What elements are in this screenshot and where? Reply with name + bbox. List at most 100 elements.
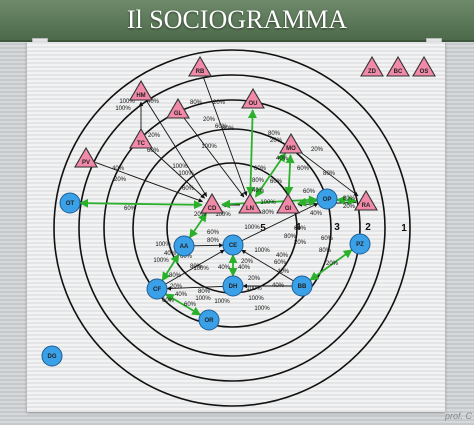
edge-op-ra <box>336 195 357 206</box>
edge-label: 80% <box>190 100 203 106</box>
node-aa[interactable]: AA <box>173 235 195 257</box>
edge-label: 100% <box>172 164 188 170</box>
edge-label: 60% <box>297 166 310 172</box>
edge-label: 80% <box>252 178 265 184</box>
node-label: DG <box>48 354 57 360</box>
edges-layer <box>79 77 359 316</box>
node-label: OP <box>323 197 332 203</box>
circle-node-icon <box>316 188 338 210</box>
edge-label: 60% <box>274 260 287 266</box>
node-tc[interactable]: TC <box>129 127 153 149</box>
node-ce[interactable]: CE <box>222 234 244 256</box>
edge-label: 80% <box>323 171 336 177</box>
node-os[interactable]: OS <box>412 55 436 77</box>
circle-node-icon <box>222 275 244 297</box>
node-ln[interactable]: LN <box>238 192 262 214</box>
node-label: DH <box>229 284 238 290</box>
node-mo[interactable]: MO <box>279 132 303 154</box>
edge-label: 80% <box>207 238 220 244</box>
edge-label: 80% <box>319 248 332 254</box>
edge-label: 40% <box>310 211 323 217</box>
edge-label: 20% <box>194 212 207 218</box>
node-or[interactable]: OR <box>198 309 220 331</box>
edge-label: 100% <box>195 296 211 302</box>
node-bb[interactable]: BB <box>291 275 313 297</box>
node-cd[interactable]: CD <box>200 192 224 214</box>
ring-4 <box>132 128 332 328</box>
node-label: BB <box>298 284 307 290</box>
circle-node-icon <box>59 192 81 214</box>
edge-label: 60% <box>184 302 197 308</box>
circle-node-icon <box>173 235 195 257</box>
edge-label: 100% <box>246 286 262 292</box>
node-label: AA <box>180 244 189 250</box>
node-label: CF <box>153 287 161 293</box>
edge-label: 40% <box>252 188 265 194</box>
circle-node-icon <box>41 345 63 367</box>
edge-label: 80% <box>222 126 235 132</box>
node-zd[interactable]: ZD <box>360 55 384 77</box>
edge-label: 100% <box>155 242 171 248</box>
edge-label: 60% <box>321 236 334 242</box>
edge-label: 100% <box>248 296 264 302</box>
edge-label: 60% <box>270 179 283 185</box>
node-gl[interactable]: GL <box>166 97 190 119</box>
node-pz[interactable]: PZ <box>349 233 371 255</box>
node-ra[interactable]: RA <box>354 189 378 211</box>
node-cf[interactable]: CF <box>146 278 168 300</box>
node-hm[interactable]: HM <box>129 79 153 101</box>
node-ou[interactable]: OU <box>241 87 265 109</box>
node-label: RA <box>362 203 371 209</box>
edge-label: 80% <box>190 264 203 270</box>
triangle-node-icon <box>74 146 98 168</box>
edge-label: 20% <box>203 117 216 123</box>
edge-label: 100% <box>201 144 217 150</box>
edge-label: 80% <box>169 273 182 279</box>
ring-label-5: 5 <box>260 223 266 234</box>
edge-label: 20% <box>241 259 254 265</box>
node-rb[interactable]: RB <box>188 55 212 77</box>
edge-label: 100% <box>215 212 231 218</box>
node-pv[interactable]: PV <box>74 146 98 168</box>
edge-label: 60% <box>254 166 267 172</box>
edge-label: 40% <box>276 156 289 162</box>
triangle-node-icon <box>279 132 303 154</box>
node-label: HM <box>136 93 145 99</box>
node-label: RB <box>196 69 205 75</box>
edge-bb-ce <box>241 249 294 282</box>
node-op[interactable]: OP <box>316 188 338 210</box>
edge-label: 100% <box>193 266 209 272</box>
node-label: PV <box>82 160 90 166</box>
triangle-node-icon <box>188 55 212 77</box>
node-label: CE <box>229 243 237 249</box>
triangle-node-icon <box>276 192 300 214</box>
triangle-node-icon <box>238 192 262 214</box>
node-ot[interactable]: OT <box>59 192 81 214</box>
edge-label: 60% <box>303 189 316 195</box>
concentric-rings <box>53 49 411 407</box>
node-gi[interactable]: GI <box>276 192 300 214</box>
edge-label: 80% <box>284 234 297 240</box>
triangle-node-icon <box>129 127 153 149</box>
edge-label: 20% <box>248 276 261 282</box>
ring-label-1: 1 <box>401 223 407 234</box>
edge-label: 20% <box>114 177 127 183</box>
edge-label: 80% <box>262 210 275 216</box>
node-dh[interactable]: DH <box>222 275 244 297</box>
node-label: OS <box>420 69 429 75</box>
edge-label: 100% <box>178 171 194 177</box>
edge-aa-ce <box>193 243 224 248</box>
edge-label: 80% <box>268 131 281 137</box>
node-dg[interactable]: DG <box>41 345 63 367</box>
edge-label: 100% <box>153 258 169 264</box>
triangle-node-icon <box>354 189 378 211</box>
edge-gi-op <box>296 197 319 207</box>
edge-label: 80% <box>198 289 211 295</box>
node-bc[interactable]: BC <box>386 55 410 77</box>
node-label: GI <box>285 206 292 212</box>
credit-text: prof. C <box>444 411 472 421</box>
edge-label: 60% <box>294 226 307 232</box>
edge-label: 20% <box>213 100 226 106</box>
